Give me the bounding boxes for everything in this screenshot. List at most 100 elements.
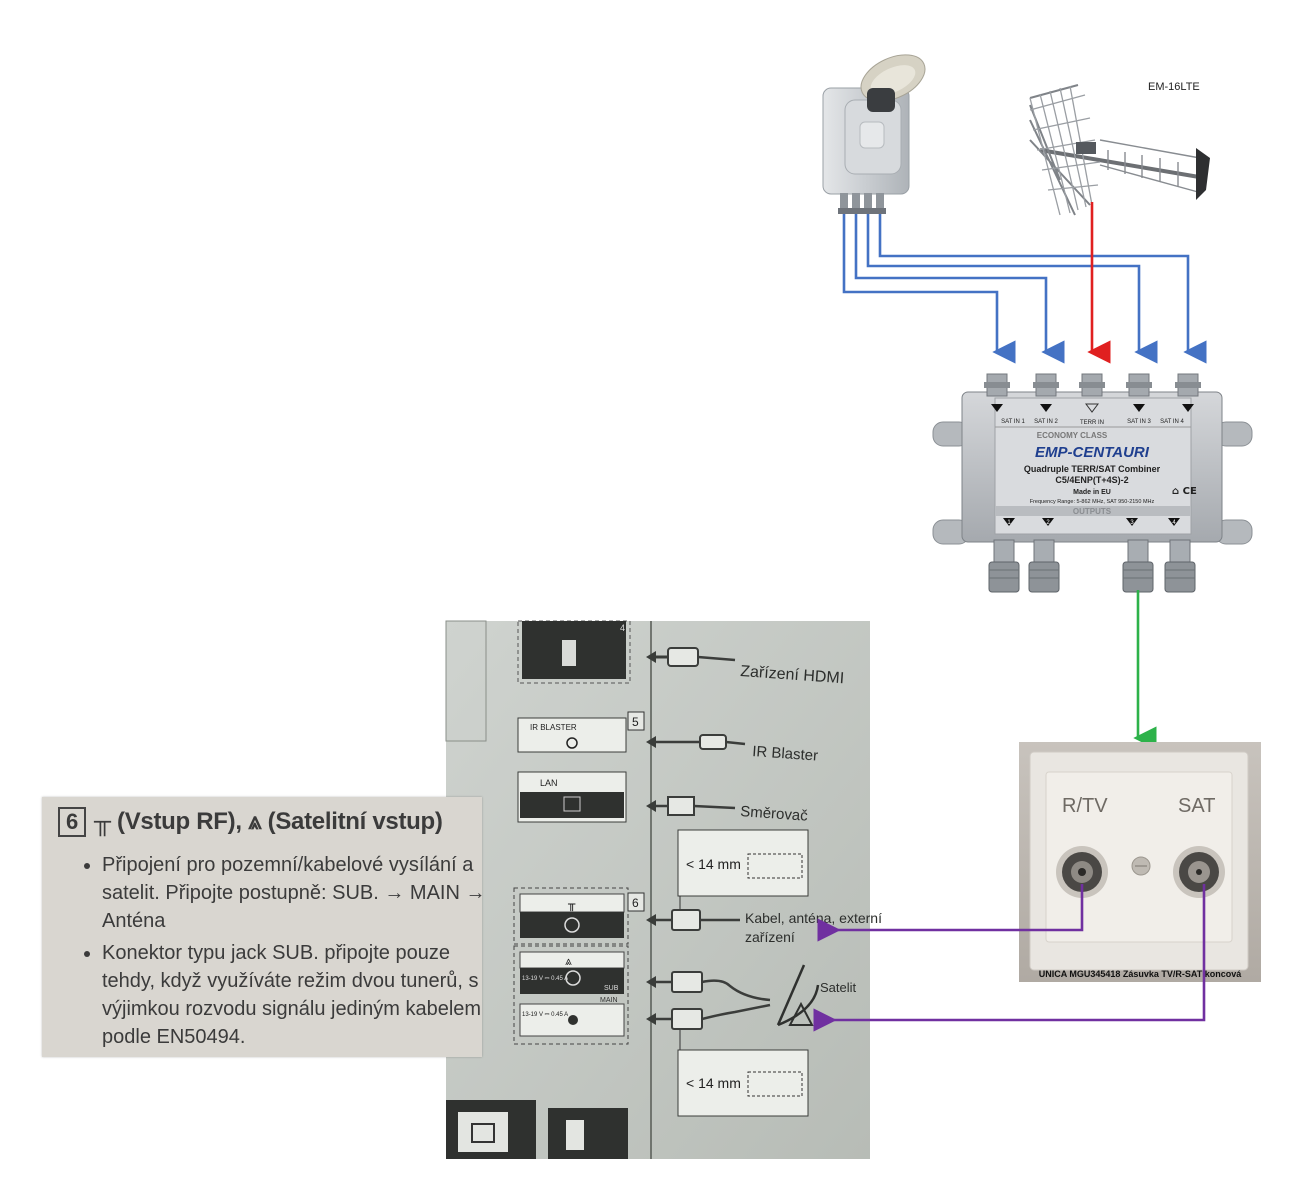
rf-label-line2: zařízení (745, 929, 795, 945)
combiner-output-number-3: 3 (1130, 520, 1134, 526)
manual-excerpt: 6╥ (Vstup RF), ⩓ (Satelitní vstup) Připo… (42, 797, 486, 1057)
sat-cable-3 (866, 214, 1158, 364)
wall-socket-sat-port (1173, 846, 1225, 898)
wall-socket-screw (1131, 856, 1151, 876)
ir-blaster-port: IR BLASTER 5 (517, 711, 645, 753)
lnb-cover-window (859, 121, 885, 149)
combiner-input-label-4: SAT IN 4 (1160, 419, 1184, 425)
terrestrial-antenna: EM-16LTE (1029, 81, 1210, 216)
lan-port-label: LAN (540, 778, 558, 788)
combiner-output-number-1: 1 (1007, 520, 1011, 526)
hdmi-plug (646, 647, 736, 667)
manual-heading-row: 6 ╥ (Vstup RF), ⩓ (Satelitní vstup) (58, 807, 443, 837)
wall-socket-sat-label: SAT (1178, 795, 1215, 817)
sat-voltage-2: 13-19 V ⎓ 0.45 A (522, 1012, 568, 1018)
sat-cable-1 (842, 214, 1016, 364)
sat-main-label: MAIN (600, 997, 618, 1004)
combiner-output-markers (1003, 518, 1180, 526)
sat-cable-2 (854, 214, 1065, 364)
hdmi-port-number: 4 (620, 623, 625, 633)
tv-manual-edge-lines (445, 620, 487, 742)
combiner-input-label-2: SAT IN 2 (1034, 419, 1058, 425)
hdmi-port-block: 4 (517, 620, 631, 684)
combiner-outputs-label: OUTPUTS (1073, 507, 1112, 516)
rf-input-port: ╥ 6 (513, 887, 645, 945)
lnb-neck (867, 88, 895, 112)
wall-socket-tv-port (1056, 846, 1108, 898)
combiner-class-text: ECONOMY CLASS (1037, 431, 1108, 440)
ir-blaster-label: IR Blaster (752, 743, 819, 765)
antenna-clamp (1076, 142, 1096, 154)
rf-label-line1: Kabel, anténa, externí (745, 910, 882, 926)
satellite-dish-icon (776, 964, 820, 1027)
wall-socket-caption: UNICA MGU345418 Zásuvka TV/R-SAT koncová (1039, 969, 1243, 979)
combiner-input-3 (1126, 373, 1152, 397)
combiner-made-in: Made in EU (1073, 489, 1111, 496)
lnb-feedhorn-inner (870, 65, 916, 95)
combiner-input-labels: SAT IN 1 SAT IN 2 TERR IN SAT IN 3 SAT I… (1001, 419, 1184, 426)
lan-port: LAN (517, 771, 627, 823)
combiner-frequency: Frequency Range: 5-862 MHz, SAT 950-2150… (1030, 499, 1155, 505)
antenna-directors (1099, 139, 1201, 193)
combiner-input-label-terr: TERR IN (1080, 420, 1104, 426)
rf-port-number: 6 (632, 896, 639, 910)
combiner-title: Quadruple TERR/SAT Combiner (1024, 464, 1161, 474)
sat-cables (842, 214, 1207, 364)
bottom-ports (446, 1100, 628, 1159)
wall-socket: R/TV SAT UNICA MGU345418 Zásuvka TV/R-SA… (1019, 742, 1261, 982)
combiner-input-label-3: SAT IN 3 (1127, 419, 1151, 425)
sat-sub-label: SUB (604, 985, 619, 992)
quad-lnb (822, 54, 926, 214)
sat-voltage-1: 13-19 V ⎓ 0.45 A (522, 976, 568, 982)
combiner-model: C5/4ENP(T+4S)-2 (1055, 475, 1128, 485)
satellite-label: Satelit (820, 980, 857, 995)
lan-plug (646, 796, 736, 816)
rf-port-icon: ╥ (567, 897, 576, 911)
dimension-box-bottom: < 14 mm (677, 1030, 809, 1117)
combiner-output-connectors (988, 539, 1196, 593)
combiner-outputs-band (995, 506, 1191, 516)
combiner-output-1 (988, 539, 1020, 593)
combiner-output-2 (1028, 539, 1060, 593)
combiner-input-2 (1033, 373, 1059, 397)
manual-heading: ╥ (Vstup RF), ⩓ (Satelitní vstup) (93, 808, 443, 835)
tv-cable (817, 884, 1084, 942)
combiner-input-4 (1175, 373, 1201, 397)
sat-tv-cable (813, 884, 1206, 1032)
combiner-output-numbers: 1 2 3 4 (1007, 520, 1176, 526)
dimension-top-label: < 14 mm (686, 856, 741, 872)
dimension-box-top: < 14 mm (677, 829, 809, 910)
rf-plug (646, 909, 740, 931)
antenna-model-label: EM-16LTE (1148, 81, 1200, 93)
combiner-ce-mark: ⌂ CE (1172, 486, 1197, 497)
combiner-output-4 (1164, 539, 1196, 593)
combiner-output-number-2: 2 (1046, 520, 1050, 526)
combiner-input-connectors (984, 373, 1201, 397)
manual-bullet-1: Připojení pro pozemní/kabelové vysílání … (102, 851, 497, 935)
lnb-connectors (838, 193, 886, 214)
sat-cable-4 (878, 214, 1207, 364)
combiner-input-terr (1079, 373, 1105, 397)
combiner-input-label-1: SAT IN 1 (1001, 419, 1025, 425)
tv-manual-page: 4 Zařízení HDMI IR BLASTER 5 IR Blaster … (445, 620, 882, 1159)
ce-icon: ⌂ CE (1172, 486, 1197, 497)
manual-section-number: 6 (58, 807, 86, 837)
combiner-output-3 (1122, 539, 1154, 593)
sat-port-icon: ⩓ (565, 954, 572, 968)
manual-bullet-2: Konektor typu jack SUB. připojte pouze t… (102, 939, 497, 1051)
combiner-input-markers (991, 403, 1194, 413)
lan-label: Směrovač (740, 803, 809, 825)
terr-sat-combiner: SAT IN 1 SAT IN 2 TERR IN SAT IN 3 SAT I… (932, 373, 1253, 593)
ir-blaster-plug (646, 734, 746, 750)
manual-bullets: Připojení pro pozemní/kabelové vysílání … (80, 851, 497, 1055)
antenna-tip (1196, 148, 1210, 200)
combiner-input-1 (984, 373, 1010, 397)
sat-plugs (646, 971, 771, 1030)
ir-blaster-number: 5 (632, 715, 639, 729)
dimension-bottom-label: < 14 mm (686, 1075, 741, 1091)
combiner-output-number-4: 4 (1172, 520, 1176, 526)
wall-socket-rtv-label: R/TV (1062, 795, 1108, 817)
ir-blaster-port-label: IR BLASTER (530, 723, 577, 732)
sat-input-port: ⩓ 13-19 V ⎓ 0.45 A SUB MAIN 13-19 V ⎓ 0.… (513, 945, 629, 1045)
